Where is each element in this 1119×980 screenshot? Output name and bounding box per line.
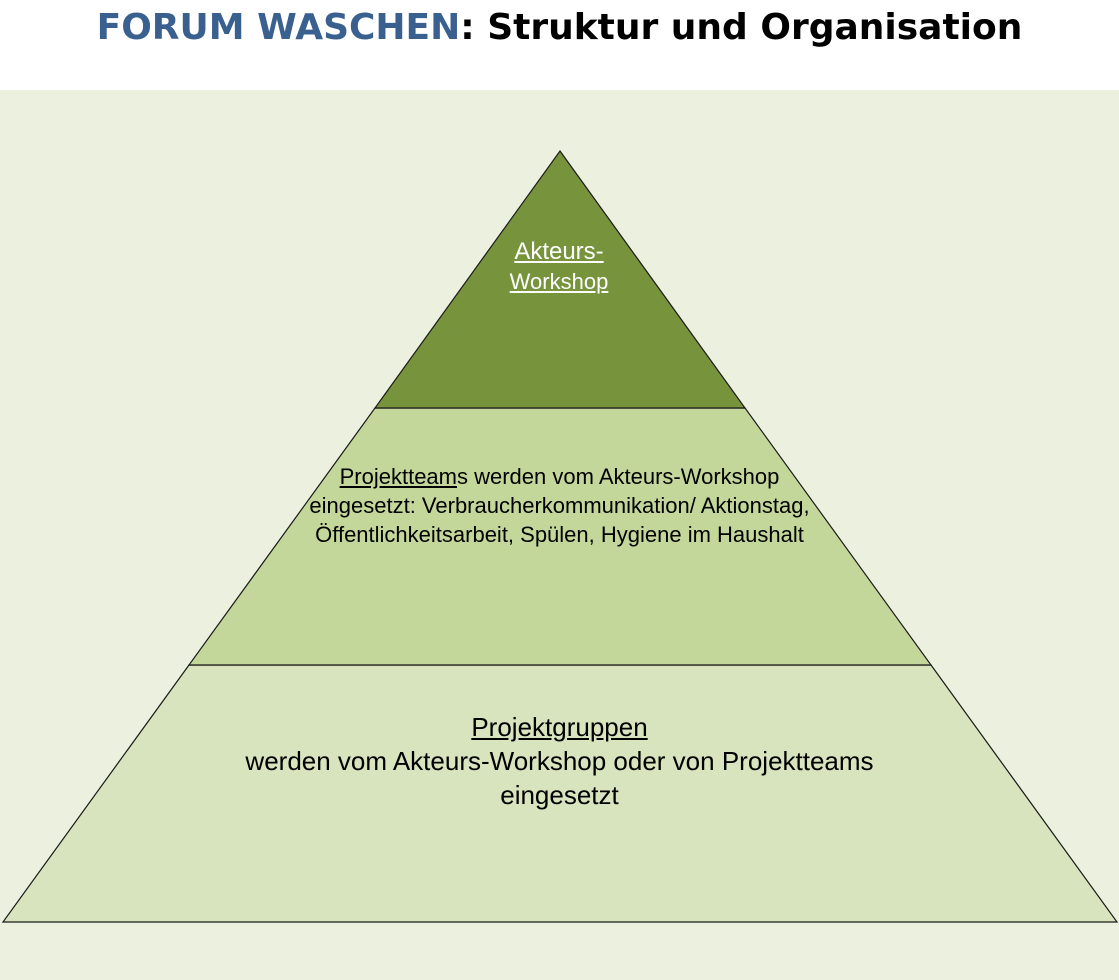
tier-middle-text: s werden vom Akteurs-Workshop eingesetzt… (309, 464, 810, 547)
tier-bottom-line1: werden vom Akteurs-Workshop oder von Pro… (245, 746, 874, 776)
title-brand: FORUM WASCHEN (96, 7, 461, 48)
tier-top-line1: Akteurs- (514, 238, 604, 265)
tier-top-label: Akteurs- Workshop (459, 236, 659, 296)
tier-bottom-line2: eingesetzt (500, 780, 619, 810)
tier-top-line2: Workshop (509, 269, 609, 294)
title-rest: : Struktur und Organisation (460, 7, 1023, 48)
tier-middle-label: Projektteams werden vom Akteurs-Workshop… (300, 462, 819, 549)
tier-bottom-label: Projektgruppen werden vom Akteurs-Worksh… (100, 710, 1019, 812)
tier-bottom-heading: Projektgruppen (471, 712, 648, 742)
tier-middle-underlined: Projektteam (339, 464, 457, 489)
page-title: FORUM WASCHEN: Struktur und Organisation (0, 6, 1119, 50)
pyramid-tier-top (373, 149, 747, 409)
